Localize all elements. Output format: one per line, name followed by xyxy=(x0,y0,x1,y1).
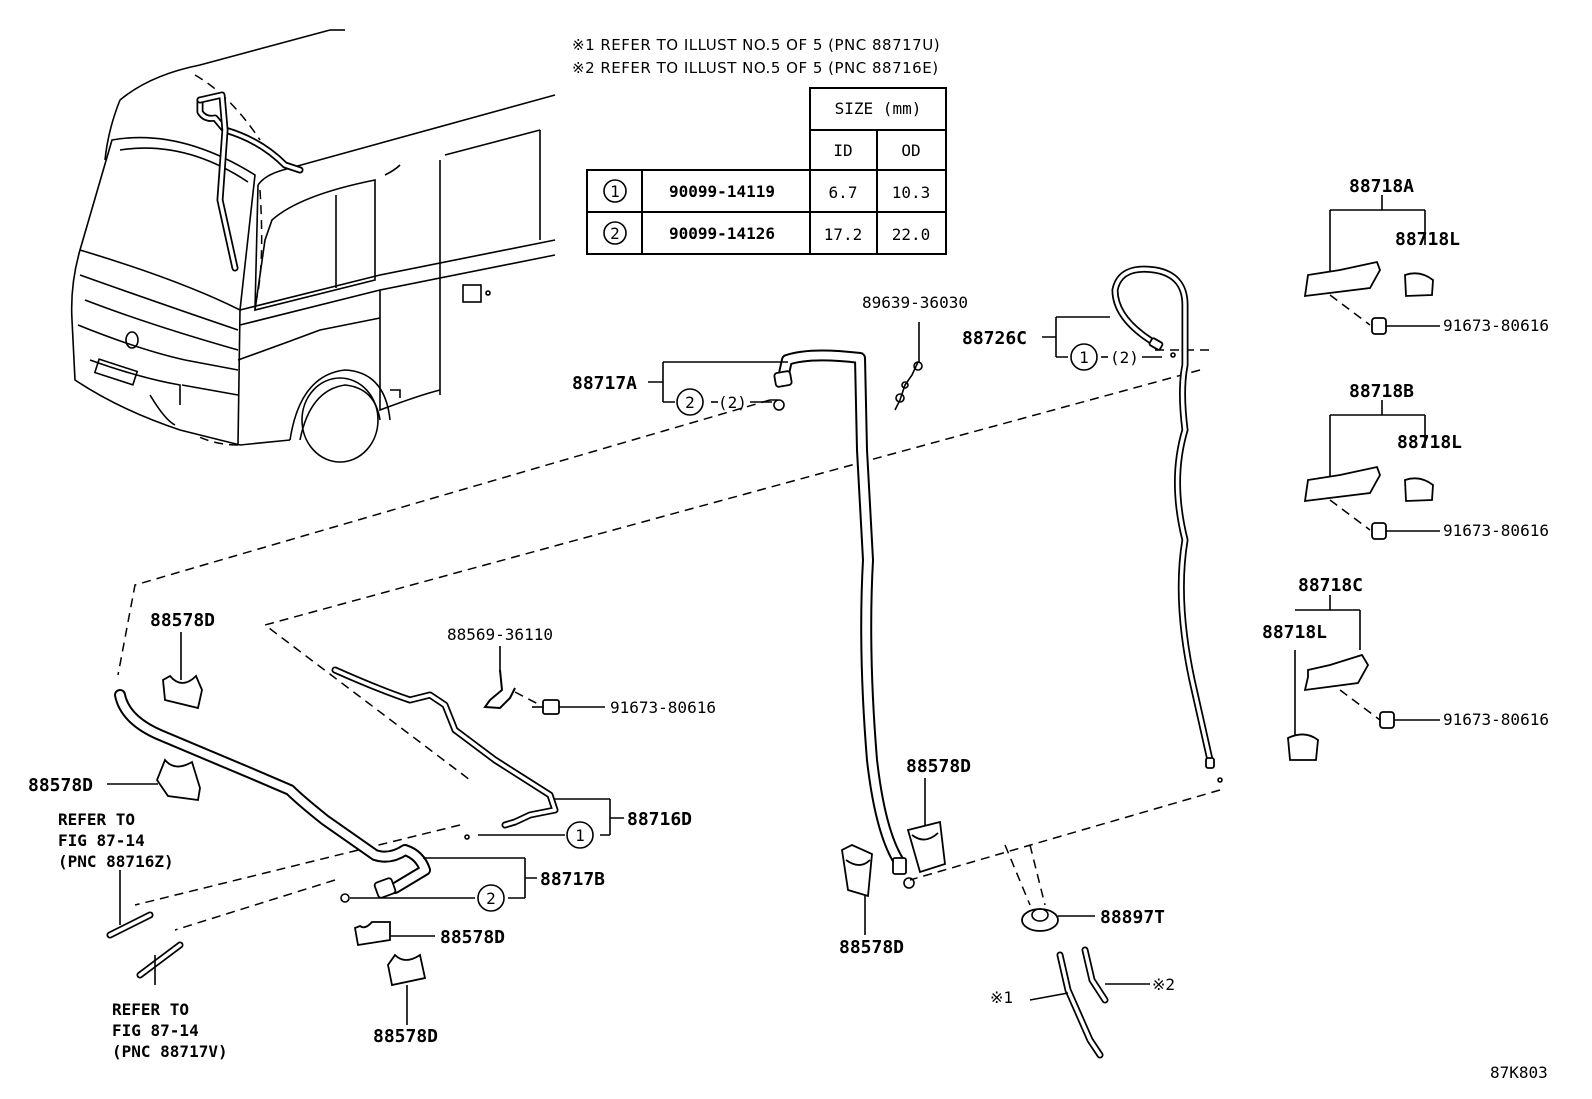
refer-1-line2: FIG 87-14 xyxy=(58,831,145,850)
label-88718B: 88718B xyxy=(1349,381,1414,402)
size-table: SIZE (mm) ID OD 1 90099-14119 6.7 10.3 2… xyxy=(586,87,947,255)
table-row1-mark: 1 xyxy=(610,182,620,201)
label-88718L-a: 88718L xyxy=(1395,229,1460,250)
note-mark-1: ※1 xyxy=(990,988,1013,1007)
figure-code: 87K803 xyxy=(1490,1063,1548,1082)
clip-assembly-C xyxy=(1287,595,1440,761)
label-88718L-b: 88718L xyxy=(1397,432,1462,453)
small-parts xyxy=(106,361,1109,1059)
label-91673-b: 91673-80616 xyxy=(1443,521,1549,540)
refer-1-line1: REFER TO xyxy=(58,810,135,829)
pipe-88716D xyxy=(331,666,559,840)
table-row2-mark: 2 xyxy=(610,224,620,243)
part-labels: 88718A 88718L 91673-80616 88718B 88718L … xyxy=(28,176,1549,1082)
table-row1-mark-circle xyxy=(603,179,627,203)
table-row2-od: 22.0 xyxy=(892,225,931,244)
label-88717A-mark: 2 xyxy=(685,393,695,412)
label-88578D-5: 88578D xyxy=(440,927,505,948)
label-88717A-ref: (2) xyxy=(718,393,747,412)
mark-88717B-circle xyxy=(477,884,505,912)
label-88717B: 88717B xyxy=(540,869,605,890)
label-88716D-mark: 1 xyxy=(575,826,585,845)
label-88726C: 88726C xyxy=(962,328,1027,349)
label-91673-c: 91673-80616 xyxy=(1443,710,1549,729)
clamps xyxy=(155,674,946,987)
table-row1-id: 6.7 xyxy=(829,183,858,202)
label-88717A: 88717A xyxy=(572,373,637,394)
label-88726C-mark: 1 xyxy=(1079,348,1089,367)
note-2: ※2 REFER TO ILLUST NO.5 OF 5 (PNC 88716E… xyxy=(572,59,939,77)
label-88578D-6: 88578D xyxy=(373,1026,438,1047)
table-header-size: SIZE (mm) xyxy=(835,99,922,118)
pipe-88726C xyxy=(1111,265,1223,783)
refer-2-line3: (PNC 88717V) xyxy=(112,1042,228,1061)
label-88578D-4: 88578D xyxy=(839,937,904,958)
pipe-88717A xyxy=(773,349,915,889)
table-header-id: ID xyxy=(833,141,852,160)
label-88717B-mark: 2 xyxy=(486,889,496,908)
label-88569-36110: 88569-36110 xyxy=(447,625,553,644)
table-row1-part: 90099-14119 xyxy=(669,182,775,201)
mark-88726C-circle xyxy=(1070,343,1098,371)
leader-lines xyxy=(107,316,1162,1025)
label-88718C: 88718C xyxy=(1298,575,1363,596)
refer-1-line3: (PNC 88716Z) xyxy=(58,852,174,871)
table-row2-id: 17.2 xyxy=(824,225,863,244)
clip-assembly-B xyxy=(1303,400,1440,540)
table-row2-part: 90099-14126 xyxy=(669,224,775,243)
label-88578D-2: 88578D xyxy=(28,775,93,796)
pipe-88717B xyxy=(114,689,431,903)
note-mark-2: ※2 xyxy=(1152,975,1175,994)
bus-illustration xyxy=(70,29,556,463)
refer-2-line1: REFER TO xyxy=(112,1000,189,1019)
label-88718A: 88718A xyxy=(1349,176,1414,197)
label-89639-36030: 89639-36030 xyxy=(862,293,968,312)
label-88716D: 88716D xyxy=(627,809,692,830)
table-row2-mark-circle xyxy=(603,221,627,245)
label-88578D-3: 88578D xyxy=(906,756,971,777)
label-88726C-ref: (2) xyxy=(1110,348,1139,367)
label-91673-d: 91673-80616 xyxy=(610,698,716,717)
label-88578D-1: 88578D xyxy=(150,610,215,631)
note-1: ※1 REFER TO ILLUST NO.5 OF 5 (PNC 88717U… xyxy=(572,36,941,54)
label-88897T: 88897T xyxy=(1100,907,1165,928)
dashed-leaders xyxy=(117,349,1221,931)
label-91673-a: 91673-80616 xyxy=(1443,316,1549,335)
table-row1-od: 10.3 xyxy=(892,183,931,202)
clip-assembly-A xyxy=(1303,195,1440,335)
table-header-od: OD xyxy=(901,141,920,160)
mark-88717A-circle xyxy=(676,388,704,416)
label-88718L-c: 88718L xyxy=(1262,622,1327,643)
mark-88716D-circle xyxy=(566,821,594,849)
refer-2-line2: FIG 87-14 xyxy=(112,1021,199,1040)
